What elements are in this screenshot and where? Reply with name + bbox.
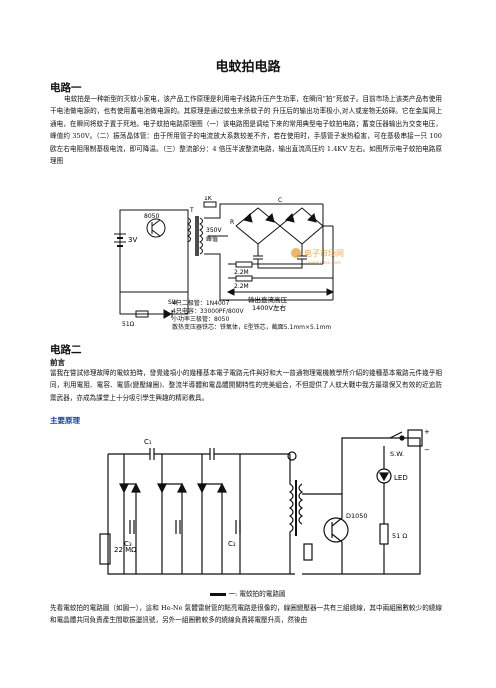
schematic2-battery-plus: + <box>424 428 430 436</box>
schematic2-battery-minus: − <box>424 446 430 454</box>
section2-heading: 电路二 <box>50 344 82 356</box>
schematic2-c-mid: C₂ <box>228 540 236 548</box>
preface-paragraph: 當我在嘗試修理故障的電蚊拍時，發覺幾項小的幾種基本電子電路元件與好和大一普通物理… <box>50 369 442 402</box>
schematic1-output-level: 1400V左右 <box>252 303 286 312</box>
schematic2-led: LED <box>394 474 408 482</box>
schematic1-output-note: 峰值 <box>206 235 218 243</box>
section1-paragraph: 电蚊拍是一种新型的灭蚊小家电，该产品工作原理是利用电子线路升压产生功率，在瞬间“… <box>50 95 442 166</box>
schematic1-resistor-2m-a: 2.2M <box>234 269 249 276</box>
schematic2-r22: 22 MΩ <box>114 546 137 554</box>
section1-heading: 电路一 <box>50 82 82 94</box>
schematic1-note: 4只电容：33000PF/800V <box>172 308 244 315</box>
schematic1-supply: 3V <box>128 236 137 244</box>
schematic1-transformer-tag: T <box>189 207 194 214</box>
schematic1-resistor-2m-b: 2.2M <box>234 283 249 290</box>
document-title: 电蚊拍电路 <box>215 60 281 75</box>
schematic2-c-low: C₃ <box>124 540 132 548</box>
schematic1-tap-k: 1K <box>204 196 213 202</box>
schematic2-c-top: C₁ <box>144 438 152 446</box>
figure-caption: 一: 電蚊拍的電路圖 <box>0 588 496 598</box>
preface-heading: 前言 <box>50 358 65 367</box>
schematic1-resistor-r: R <box>230 219 234 226</box>
schematic2-transistor: D1050 <box>346 512 368 520</box>
schematic1-cap-c: C <box>278 197 282 204</box>
schematic1-output-label: 输出直流高压 <box>248 295 288 304</box>
closing-paragraph: 先看電蚊拍的電路圖（如圖一），這和 He-Ne 氣體雷射管的點亮電路是很像的，線… <box>50 604 442 625</box>
schematic2-r51: 51 Ω <box>392 532 407 540</box>
main-principle-heading: 主要原理 <box>50 416 80 425</box>
schematic1-output-voltage: 350V <box>206 227 222 234</box>
watermark-logo: 电子市场网 www.dzsc.com <box>291 248 344 266</box>
schematic1-transistor: 8050 <box>144 213 159 220</box>
watermark-main: 电子市场网 <box>304 248 344 258</box>
schematic1-resistor-51: 51Ω <box>122 321 135 328</box>
watermark-sub: www.dzsc.com <box>308 260 341 266</box>
schematic1-note: 小功率三极管：8050 <box>172 316 230 323</box>
schematic1-note: 4只二极管：1N4007 <box>172 300 230 307</box>
schematic1-note: 散热变压器铁芯：铁氧体，E型铁芯，截面5.1mm×5.1mm <box>172 324 332 331</box>
schematic1-sw: SW <box>168 299 178 306</box>
schematic1-notes: 4只二极管：1N4007 4只电容：33000PF/800V 小功率三极管：80… <box>172 300 331 332</box>
schematic-circuit-1: 8050 3V T 1K 350V 峰值 R C 51Ω 2.2M 2.2M 输… <box>114 196 344 328</box>
schematic-circuit-2: C₁ C₃ C₂ 22 MΩ S.W. LED D1050 51 Ω + − <box>99 428 430 575</box>
figure-caption-text: 一: 電蚊拍的電路圖 <box>228 590 286 598</box>
schematic2-switch: S.W. <box>390 450 404 458</box>
caption-marker <box>210 592 227 596</box>
